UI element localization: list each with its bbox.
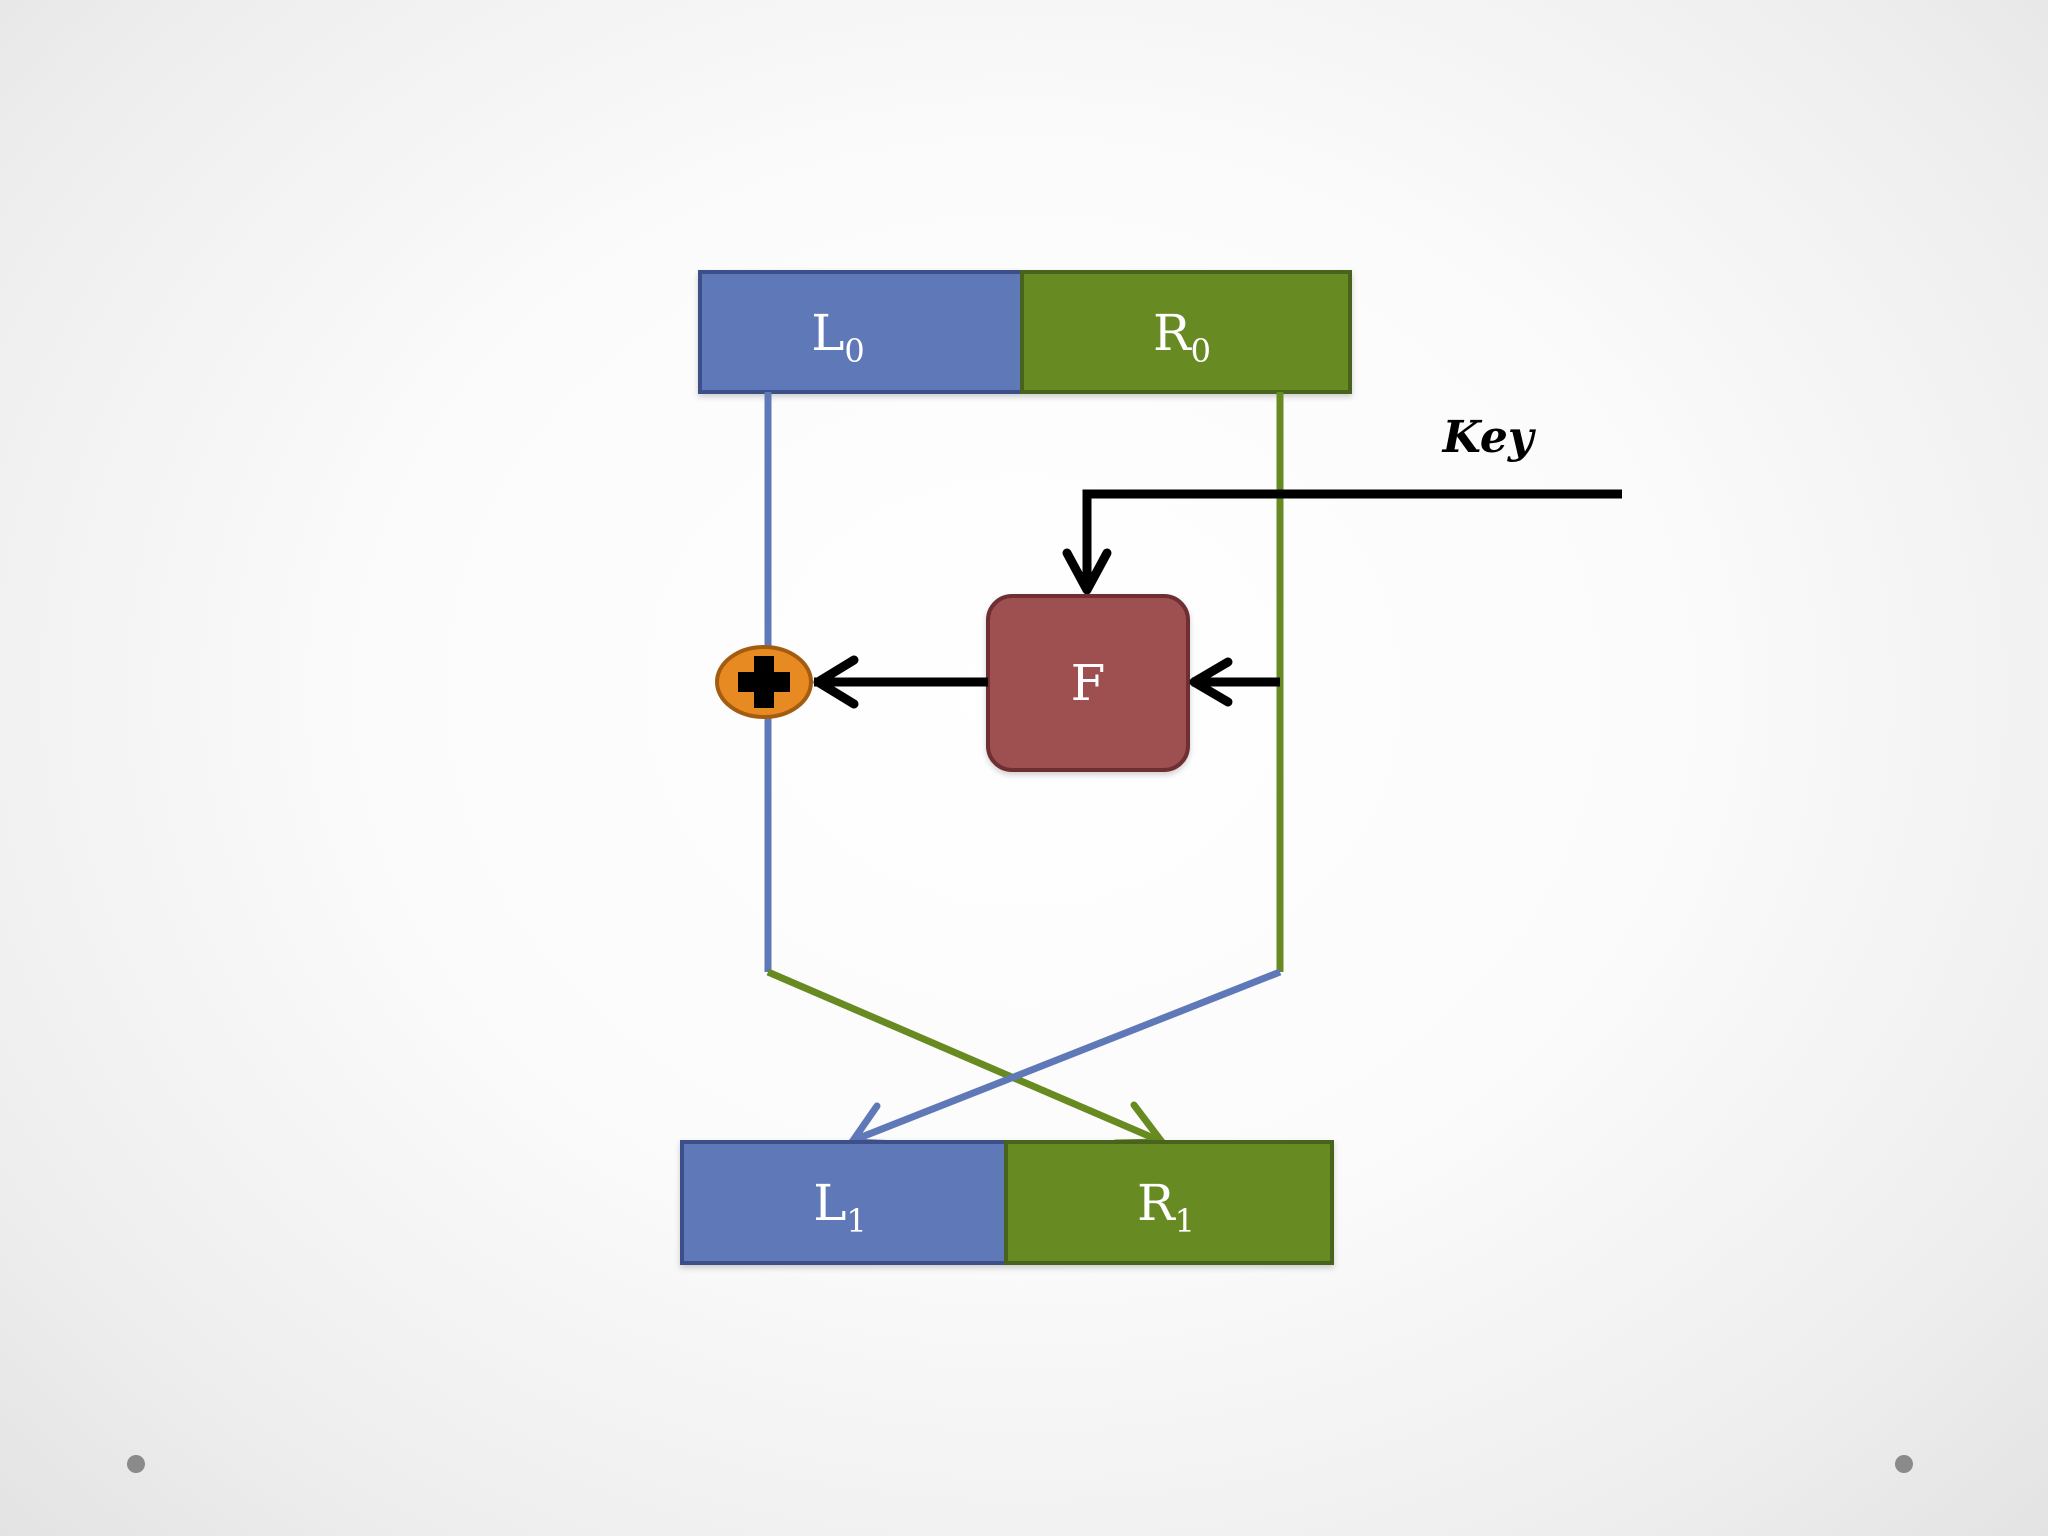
- output-right-half: [1004, 1140, 1334, 1265]
- r-to-f-arrowhead: [1189, 657, 1233, 707]
- slide-corner-dot-left: [127, 1455, 145, 1473]
- input-right-half: [1020, 270, 1352, 394]
- xor-plus-icon: [715, 645, 813, 719]
- f-to-xor-arrowhead: [813, 655, 859, 709]
- output-right-label: R1: [1137, 1174, 1195, 1240]
- slide-corner-dot-right: [1895, 1455, 1913, 1473]
- input-block: [698, 270, 1352, 394]
- right-to-l1-cross-line: [852, 968, 1282, 1144]
- output-block: [680, 1140, 1334, 1265]
- input-left-half: [698, 270, 1024, 394]
- function-label: F: [1071, 654, 1106, 712]
- input-left-label: L0: [811, 304, 865, 370]
- key-label: Key: [1441, 412, 1537, 463]
- output-left-half: [680, 1140, 1008, 1265]
- key-arrowhead: [1062, 548, 1112, 595]
- output-left-label: L1: [813, 1174, 867, 1240]
- key-line: [1082, 489, 1622, 590]
- left-to-r1-cross-line: [766, 968, 1160, 1144]
- input-right-label: R0: [1153, 304, 1211, 370]
